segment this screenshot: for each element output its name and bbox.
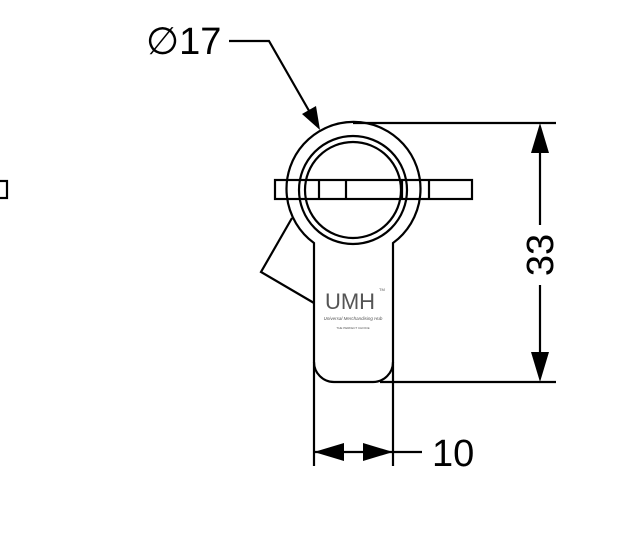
cam-bar — [273, 178, 474, 201]
umh-logo: UMH TM Universal Merchandising Hub THE P… — [324, 287, 385, 330]
arrowhead — [314, 443, 344, 461]
width-dimension: 10 — [312, 362, 474, 475]
width-label: 10 — [432, 433, 474, 475]
leader-line — [229, 39, 313, 117]
arrowhead — [302, 106, 320, 130]
arrowhead — [531, 352, 549, 382]
height-label: 33 — [520, 234, 562, 276]
height-dimension: 33 — [353, 121, 562, 384]
diameter-dimension: ∅17 — [146, 21, 320, 130]
logo-mark: UMH — [325, 289, 375, 314]
adjacent-part-edge — [0, 179, 9, 200]
cylinder-lock-part — [259, 120, 474, 384]
logo-tagline: THE PERFECT CHOICE — [336, 326, 369, 330]
diameter-label: ∅17 — [146, 21, 221, 63]
logo-trademark: TM — [379, 287, 385, 292]
inner-ring — [297, 134, 409, 246]
arrowhead — [531, 123, 549, 153]
logo-name: Universal Merchandising Hub — [324, 316, 383, 321]
arrowhead — [363, 443, 393, 461]
lock-outline — [285, 120, 422, 384]
cam-arm — [259, 217, 315, 304]
